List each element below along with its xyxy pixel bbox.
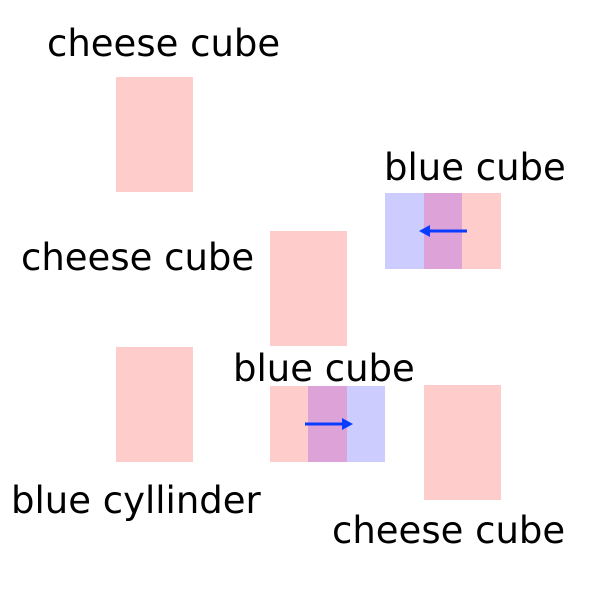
blue-cylinder-box: [116, 347, 193, 462]
cheese-cube-2: [270, 231, 347, 346]
cheese-cube-label-3: cheese cube: [332, 509, 566, 552]
left-arrow-icon: [419, 225, 467, 237]
cheese-cube-3: [424, 385, 501, 500]
blue-cylinder-label: blue cyllinder: [11, 479, 261, 522]
right-arrow-icon: [305, 418, 353, 430]
blue-cube-label-1: blue cube: [384, 146, 566, 189]
blue-cube-label-2: blue cube: [233, 347, 415, 390]
cheese-cube-label-2: cheese cube: [21, 236, 255, 279]
cheese-cube-1: [116, 77, 193, 192]
cheese-cube-label-1: cheese cube: [47, 22, 281, 65]
